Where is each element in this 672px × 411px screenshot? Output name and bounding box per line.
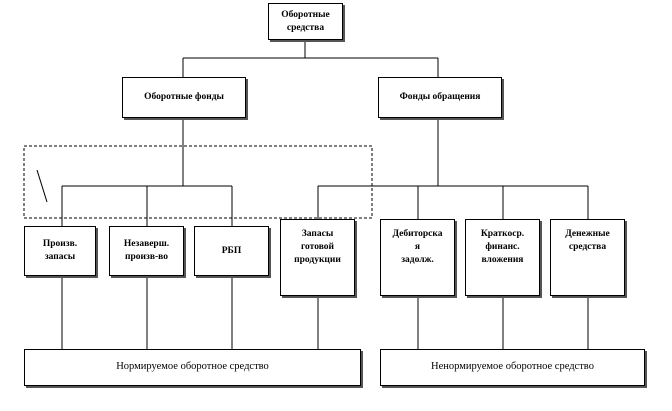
bottom-right-label: Ненормируемое оборотное средство: [431, 361, 594, 373]
item-label-3: РБП: [221, 245, 242, 256]
group-node-left: Оборотные фонды: [122, 77, 246, 118]
item-label-5: Дебиторска я задолж.: [392, 229, 443, 265]
item-label-6: Краткоср. финанс. вложения: [480, 229, 525, 265]
item-node-7: Денежные средства: [550, 219, 625, 296]
item-node-1: Произв. запасы: [24, 226, 96, 276]
item-label-4: Запасы готовой продукции: [294, 229, 341, 265]
item-node-4: Запасы готовой продукции: [280, 219, 355, 296]
item-node-3: РБП: [194, 226, 269, 276]
item-label-1: Произв. запасы: [42, 239, 78, 262]
bottom-left-label: Нормируемое оборотное средство: [116, 361, 269, 373]
item-node-5: Дебиторска я задолж.: [380, 219, 455, 296]
group-node-right: Фонды обращения: [378, 77, 502, 118]
item-node-2: Незаверш. произв-во: [109, 226, 184, 276]
item-label-2: Незаверш. произв-во: [123, 239, 170, 262]
item-node-6: Краткоср. финанс. вложения: [465, 219, 540, 296]
root-label: Оборотные средства: [281, 9, 330, 33]
group-right-label: Фонды обращения: [399, 92, 481, 103]
bottom-node-left: Нормируемое оборотное средство: [24, 349, 361, 386]
item-label-7: Денежные средства: [565, 229, 610, 252]
dashed-grouping-frame: [23, 145, 373, 219]
bottom-node-right: Ненормируемое оборотное средство: [380, 349, 645, 386]
group-left-label: Оборотные фонды: [144, 92, 224, 103]
root-node: Оборотные средства: [268, 3, 343, 40]
